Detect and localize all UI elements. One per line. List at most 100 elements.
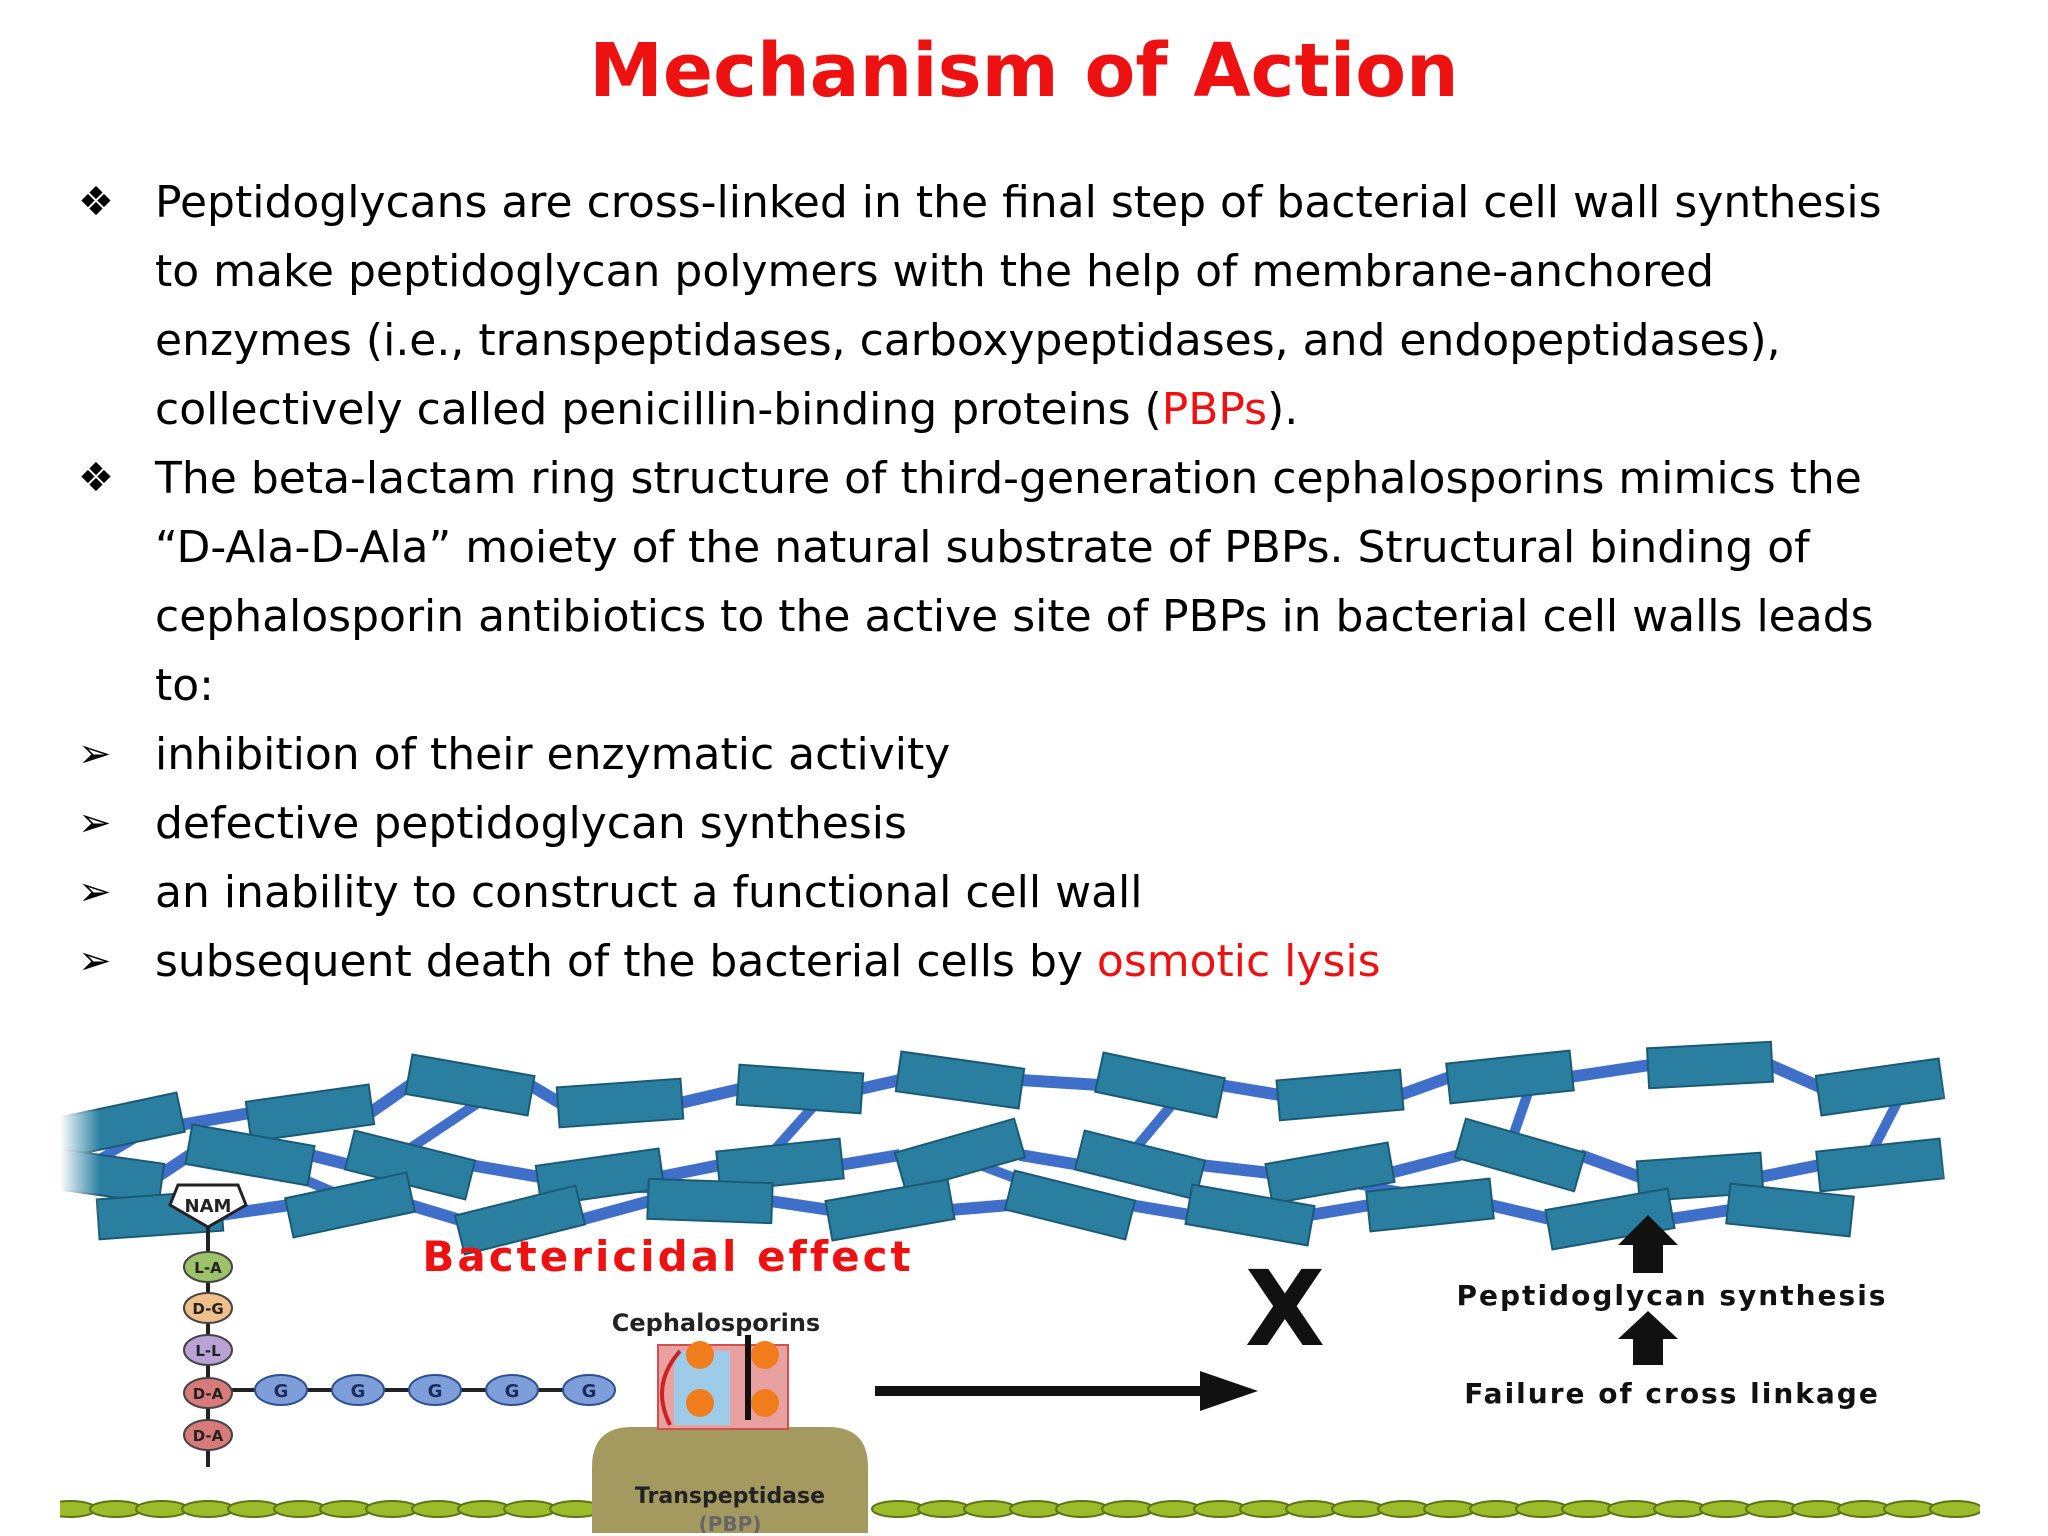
bullet-1-line-3: enzymes (i.e., transpeptidases, carboxyp… — [155, 315, 1781, 366]
membrane-lipid — [1653, 1500, 1707, 1518]
glycan-block — [1365, 1177, 1495, 1233]
amino-acid-label: L-A — [194, 1259, 222, 1277]
membrane-lipid — [89, 1500, 143, 1518]
peptidoglycan-synthesis-label: Peptidoglycan synthesis — [1457, 1279, 1888, 1312]
membrane-lipid — [1883, 1500, 1937, 1518]
glycan-link — [658, 1159, 722, 1183]
glycan-block — [284, 1171, 416, 1239]
membrane-lipid — [503, 1500, 557, 1518]
bullet-2-line-3: cephalosporin antibiotics to the active … — [155, 591, 1874, 642]
glycan-block — [893, 1117, 1027, 1193]
bullet-1-line-4: collectively called penicillin-binding p… — [155, 375, 1985, 444]
amino-acid-label: L-L — [195, 1342, 221, 1360]
amino-acid-label: D-A — [193, 1385, 224, 1403]
glycan-link — [468, 1159, 542, 1183]
cephalosporins-label: Cephalosporins — [612, 1309, 820, 1337]
glycan-link — [1569, 1059, 1651, 1083]
glycan-block — [1645, 1040, 1775, 1090]
membrane-lipid — [181, 1500, 235, 1518]
membrane-lipid — [1147, 1500, 1201, 1518]
glycan-block — [1445, 1049, 1575, 1105]
amino-acid-node — [183, 1419, 233, 1451]
glycan-block — [1275, 1068, 1405, 1122]
up-arrow-icon — [1618, 1215, 1678, 1273]
sub-bullet-3: an inability to construct a functional c… — [155, 867, 1143, 918]
membrane-lipid — [1469, 1500, 1523, 1518]
glycan-link — [578, 1195, 652, 1226]
glycine-label: G — [505, 1381, 520, 1402]
glycan-link — [366, 1080, 414, 1118]
cell-wall-diagram: Transpeptidase (PBP) Cephalosporins NAM … — [60, 1035, 1980, 1533]
membrane-lipid — [1699, 1500, 1753, 1518]
glycan-block — [555, 1077, 685, 1129]
membrane-lipid — [1745, 1500, 1799, 1518]
cephalosporin-molecule — [657, 1335, 789, 1430]
membrane-lipid — [1515, 1500, 1569, 1518]
sub-bullet-4-before: subsequent death of the bacterial cells … — [155, 936, 1097, 987]
membrane-lipid — [1377, 1500, 1431, 1518]
membrane-lipid — [319, 1500, 373, 1518]
sub-bullet-1: inhibition of their enzymatic activity — [155, 729, 951, 780]
glycine-node — [254, 1374, 308, 1406]
membrane-lipid — [1607, 1500, 1661, 1518]
sub-bullet-4: subsequent death of the bacterial cells … — [155, 927, 1985, 996]
glycine-label: G — [274, 1381, 289, 1402]
membrane-lipid — [1285, 1500, 1339, 1518]
glycan-link — [156, 1150, 194, 1180]
glycan-block — [894, 1050, 1026, 1110]
glycan-link — [526, 1079, 564, 1109]
membrane-lipid — [1837, 1500, 1891, 1518]
bullet-1-line-1: Peptidoglycans are cross-linked in the f… — [155, 177, 1882, 228]
glycan-block — [1264, 1141, 1396, 1205]
glycan-link — [1397, 1071, 1453, 1101]
membrane-lipid — [1055, 1500, 1109, 1518]
slide-title: Mechanism of Action — [589, 28, 1459, 114]
glycine-label: G — [428, 1381, 443, 1402]
amino-acid-label: D-A — [193, 1427, 224, 1445]
membrane-lipid — [1423, 1500, 1477, 1518]
glycine-node — [485, 1374, 539, 1406]
failure-cross-linkage-label: Failure of cross linkage — [1464, 1377, 1880, 1410]
glycan-link — [1199, 1159, 1271, 1179]
membrane-lipid — [1101, 1500, 1155, 1518]
peptidoglycan-wall — [60, 1040, 1946, 1256]
membrane-lipid — [1239, 1500, 1293, 1518]
membrane-lipid — [1331, 1500, 1385, 1518]
cell-membrane — [60, 1500, 1980, 1518]
glycan-block — [1184, 1183, 1316, 1247]
transpeptidase-enzyme — [592, 1427, 868, 1533]
glycan-link — [408, 1199, 462, 1226]
amino-acid-node — [183, 1334, 233, 1366]
glycan-block — [184, 1123, 316, 1187]
glycan-link — [1758, 1159, 1822, 1183]
glycan-link — [678, 1083, 742, 1109]
glycan-link — [1767, 1059, 1823, 1093]
nam-pentagon — [168, 1183, 248, 1229]
glycan-block — [1725, 1182, 1855, 1238]
glycan-block — [646, 1177, 774, 1225]
up-arrow-icon — [1618, 1311, 1678, 1365]
glycan-block — [1814, 1057, 1946, 1117]
glycan-block — [1094, 1051, 1226, 1119]
membrane-lipid — [871, 1500, 925, 1518]
glycan-link — [308, 1149, 352, 1171]
sub-bullet-marker-2: ➢ — [78, 800, 112, 846]
glycan-block — [715, 1137, 845, 1193]
sub-bullet-marker-4: ➢ — [78, 938, 112, 984]
membrane-lipid — [963, 1500, 1017, 1518]
membrane-lipid — [457, 1500, 511, 1518]
glycan-block — [735, 1063, 865, 1115]
glycan-link — [178, 1107, 252, 1131]
glycine-node — [331, 1374, 385, 1406]
membrane-lipid — [227, 1500, 281, 1518]
glycine-label: G — [582, 1381, 597, 1402]
glycan-link — [839, 1149, 901, 1171]
glycan-link — [1488, 1199, 1552, 1225]
membrane-lipid — [1561, 1500, 1615, 1518]
glycan-block — [453, 1184, 587, 1256]
glycan-link — [1309, 1199, 1371, 1221]
membrane-lipid — [917, 1500, 971, 1518]
bullet-1-line-4-before: collectively called penicillin-binding p… — [155, 384, 1162, 435]
amino-acid-label: D-G — [192, 1300, 223, 1318]
